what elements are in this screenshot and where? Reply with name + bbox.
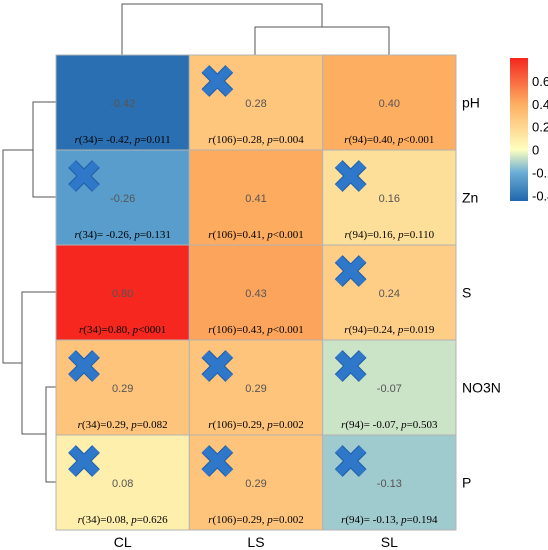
heatmap-cell-fill — [322, 54, 457, 151]
heatmap-cell-value: -0.26 — [110, 193, 135, 205]
column-label-cl: CL — [114, 534, 132, 550]
color-legend-tick-label: 0.4 — [532, 97, 548, 112]
heatmap-cell-s-cl: 0.80 r(34)=0.80, p<0001 — [55, 244, 190, 341]
heatmap-cell-value: -0.13 — [377, 478, 402, 490]
heatmap-cell-ph-ls: 0.28 r(106)=0.28, p=0.004 — [188, 54, 324, 151]
heatmap-cell-s-ls: 0.43 r(106)=0.43, p<0.001 — [188, 244, 324, 341]
row-label-s: S — [462, 285, 471, 301]
heatmap-cell-stat: r(34)= -0.26, p=0.131 — [74, 229, 170, 241]
column-label-ls: LS — [247, 534, 264, 550]
row-dendrogram-branch-no3n-p — [45, 386, 56, 483]
heatmap-cell-value: 0.29 — [245, 383, 266, 395]
heatmap-cell-stat: r(94)=0.24, p=0.019 — [344, 324, 435, 336]
heatmap-cell-value: 0.80 — [112, 288, 133, 300]
heatmap-cell-stat: r(94)= -0.07, p=0.503 — [341, 419, 438, 431]
heatmap-cell-value: -0.07 — [377, 383, 402, 395]
row-label-ph: pH — [462, 95, 480, 111]
color-legend: 0.6 0.4 0.2 0 -0.2 -0.4 — [510, 58, 548, 203]
heatmap-cell-zn-cl: -0.26 r(34)= -0.26, p=0.131 — [55, 149, 190, 246]
heatmap-cell-stat: r(106)=0.29, p=0.002 — [208, 514, 304, 526]
row-dendrogram-branch-root — [2, 149, 33, 364]
cross-icon — [201, 350, 234, 382]
heatmap-cell-p-cl: 0.08 r(34)=0.08, p=0.626 — [55, 434, 190, 531]
heatmap-cell-s-sl: 0.24 r(94)=0.24, p=0.019 — [322, 244, 457, 341]
heatmap-cell-stat: r(34)=0.80, p<0001 — [79, 324, 166, 336]
heatmap-cell-ph-cl: -0.42 r(34)= -0.42, p=0.011 — [55, 54, 190, 151]
heatmap-cell-no3n-ls: 0.29 r(106)=0.29, p=0.002 — [188, 339, 324, 436]
heatmap-cell-stat: r(34)=0.29, p=0.082 — [78, 419, 168, 431]
heatmap-cell-p-sl: -0.13 r(94)= -0.13, p=0.194 — [322, 434, 457, 531]
heatmap-cell-no3n-cl: 0.29 r(34)=0.29, p=0.082 — [55, 339, 190, 436]
row-label-p: P — [462, 475, 471, 491]
heatmap-cell-value: 0.40 — [379, 98, 400, 110]
heatmap-cell-stat: r(106)=0.43, p<0.001 — [208, 324, 304, 336]
color-legend-tick-label: -0.4 — [532, 188, 548, 203]
color-legend-bar — [510, 58, 528, 201]
heatmap-cell-stat: r(106)=0.41, p<0.001 — [208, 229, 304, 241]
heatmap-cell-stat: r(94)= -0.13, p=0.194 — [341, 514, 438, 526]
column-labels: CL LS SL — [114, 534, 398, 550]
heatmap-cell-stat: r(106)=0.29, p=0.002 — [208, 419, 304, 431]
cross-icon — [334, 255, 367, 287]
cross-icon — [201, 445, 234, 477]
heatmap-cell-fill — [188, 244, 324, 341]
heatmap-cell-fill — [55, 244, 190, 341]
cross-icon — [334, 445, 367, 477]
heatmap-cell-value: 0.16 — [379, 193, 400, 205]
heatmap-cell-value: 0.43 — [245, 288, 266, 300]
row-label-zn: Zn — [462, 190, 478, 206]
heatmap-cell-value: 0.29 — [112, 383, 133, 395]
heatmap-cell-ph-sl: 0.40 r(94)=0.40, p<0.001 — [322, 54, 457, 151]
column-dendrogram-branch-ls-sl — [254, 26, 390, 55]
heatmap-cell-stat: r(94)=0.16, p=0.110 — [345, 229, 435, 241]
cross-icon — [201, 65, 234, 97]
heatmap-cells: -0.42 r(34)= -0.42, p=0.011 0.28 r(106)=0.2… — [55, 54, 457, 531]
heatmap-cell-stat: r(94)=0.40, p<0.001 — [344, 134, 434, 146]
column-dendrogram — [121, 3, 390, 55]
color-legend-tick-label: 0.2 — [532, 120, 548, 135]
heatmap-cell-p-ls: 0.29 r(106)=0.29, p=0.002 — [188, 434, 324, 531]
heatmap-cell-value: 0.24 — [379, 288, 400, 300]
heatmap-cell-no3n-sl: -0.07 r(94)= -0.07, p=0.503 — [322, 339, 457, 436]
cross-icon — [334, 160, 367, 192]
heatmap-cell-value: -0.42 — [110, 98, 135, 110]
heatmap-cell-zn-sl: 0.16 r(94)=0.16, p=0.110 — [322, 149, 457, 246]
heatmap-cell-stat: r(106)=0.28, p=0.004 — [208, 134, 304, 146]
cross-icon — [68, 160, 100, 192]
color-legend-tick-label: -0.2 — [532, 165, 548, 180]
cross-icon — [334, 350, 367, 382]
row-dendrogram-branch-ph-zn — [32, 101, 56, 198]
heatmap-cell-stat: r(34)= -0.42, p=0.011 — [75, 134, 171, 146]
heatmap-cell-stat: r(34)=0.08, p=0.626 — [78, 514, 169, 526]
color-legend-tick-label: 0 — [532, 143, 539, 158]
cross-icon — [68, 350, 100, 382]
heatmap-cell-value: 0.29 — [245, 478, 266, 490]
heatmap-cell-fill — [55, 54, 190, 151]
row-dendrogram-branch-s — [21, 291, 56, 435]
column-label-sl: SL — [381, 534, 398, 550]
heatmap-cell-value: 0.41 — [245, 193, 266, 205]
row-dendrogram — [2, 101, 56, 483]
heatmap-cell-value: 0.28 — [245, 98, 266, 110]
column-dendrogram-branch-root — [121, 3, 323, 55]
heatmap-cell-zn-ls: 0.41 r(106)=0.41, p<0.001 — [188, 149, 324, 246]
row-label-no3n: NO3N — [462, 380, 501, 396]
color-legend-tick-label: 0.6 — [532, 74, 548, 89]
cross-icon — [68, 445, 100, 477]
color-legend-ticks: 0.6 0.4 0.2 0 -0.2 -0.4 — [532, 74, 548, 203]
row-labels: pH ZnS NO3N P — [462, 95, 501, 491]
heatmap-cell-value: 0.08 — [112, 478, 133, 490]
